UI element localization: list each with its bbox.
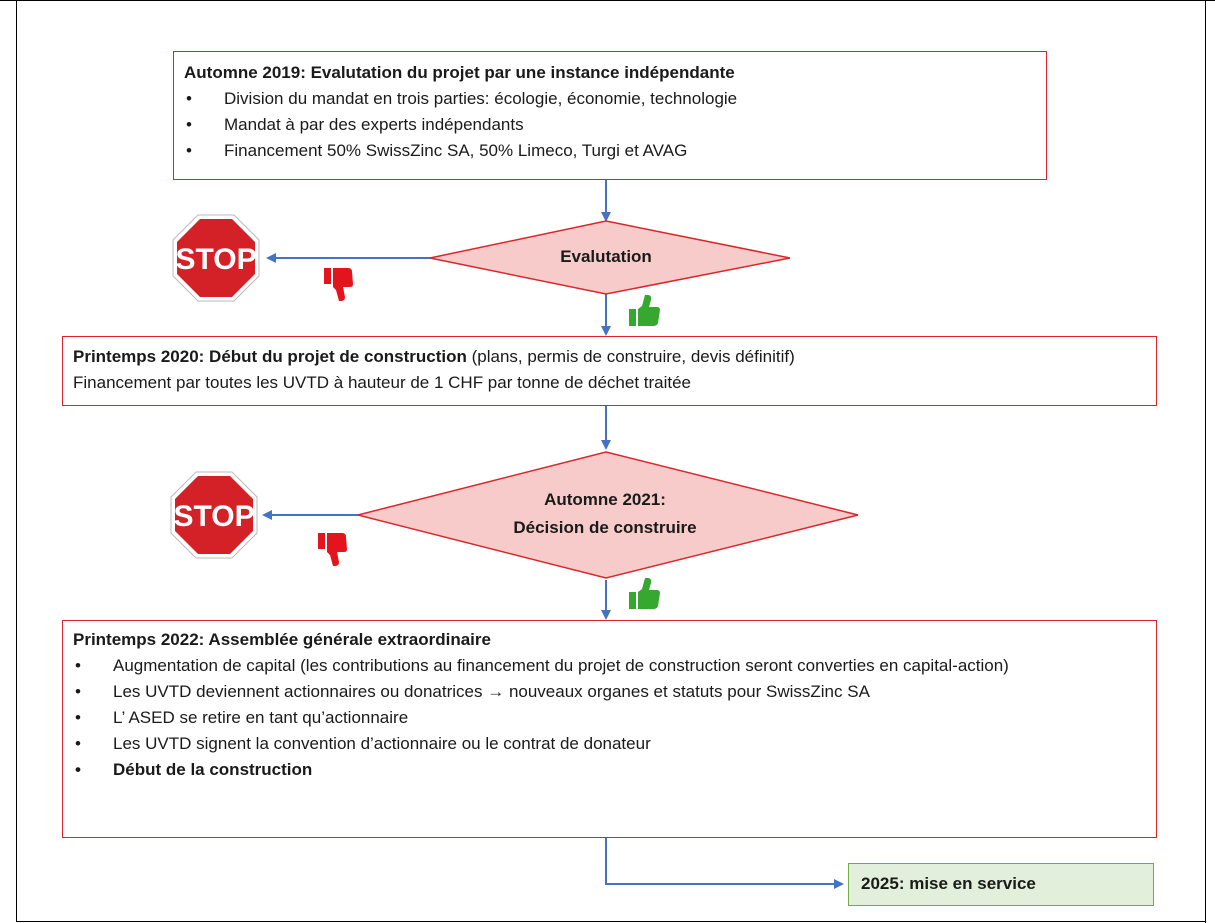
list-item: Les UVTD signent la convention d’actionn… (73, 731, 1136, 757)
construction-decision-line1: Automne 2021: (544, 490, 666, 509)
evaluation-phase-box: Automne 2019: Evalutation du projet par … (173, 51, 1047, 180)
construction-project-funding: Financement par toutes les UVTD à hauteu… (73, 373, 692, 392)
stop-sign-text: STOP (175, 243, 256, 276)
list-item: Mandat à par des experts indépendants (184, 112, 1046, 138)
commissioning-box: 2025: mise en service (848, 863, 1154, 906)
evaluation-decision-label: Evalutation (500, 243, 712, 271)
list-item: Les UVTD deviennent actionnaires ou dona… (73, 679, 1136, 705)
evaluation-phase-list: Division du mandat en trois parties: éco… (184, 86, 1046, 164)
construction-project-title: Printemps 2020: Début du projet de const… (73, 347, 467, 366)
general-assembly-list: Augmentation de capital (les contributio… (73, 653, 1136, 783)
commissioning-label: 2025: mise en service (861, 874, 1036, 893)
thumbs-down-icon (318, 533, 347, 566)
list-item: Financement 50% SwissZinc SA, 50% Limeco… (184, 138, 1046, 164)
arrow-box3-to-final (605, 838, 844, 889)
general-assembly-box: Printemps 2022: Assemblée générale extra… (62, 620, 1157, 838)
construction-decision-diamond (357, 451, 859, 579)
evaluation-decision-text: Evalutation (560, 247, 652, 266)
list-item: L’ ASED se retire en tant qu’actionnaire (73, 705, 1136, 731)
construction-project-box: Printemps 2020: Début du projet de const… (62, 336, 1157, 406)
stop-sign-icon: STOP (172, 214, 260, 302)
general-assembly-title: Printemps 2022: Assemblée générale extra… (73, 630, 491, 649)
stop-sign-icon: STOP (170, 471, 258, 559)
evaluation-decision-diamond (429, 220, 791, 295)
thumbs-down-icon (324, 268, 353, 301)
construction-project-subtitle: (plans, permis de construire, devis défi… (466, 347, 795, 366)
thumbs-up-icon (629, 578, 660, 609)
stop-sign-text: STOP (173, 500, 254, 533)
construction-decision-line2: Décision de construire (513, 518, 697, 537)
evaluation-phase-title: Automne 2019: Evalutation du projet par … (184, 63, 735, 82)
list-item: Division du mandat en trois parties: éco… (184, 86, 1046, 112)
thumbs-up-icon (629, 295, 660, 326)
list-item: Augmentation de capital (les contributio… (73, 653, 1136, 679)
construction-decision-label: Automne 2021: Décision de construire (450, 486, 760, 542)
diagram-frame (16, 0, 1206, 922)
list-item: Début de la construction (73, 757, 1136, 783)
